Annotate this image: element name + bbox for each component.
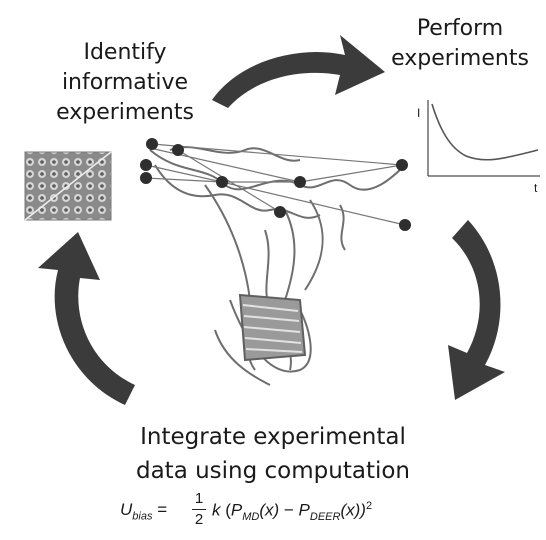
equation-lhs: Ubias = [120, 500, 168, 523]
spin-label-bead [294, 176, 306, 188]
perform-line: experiments [391, 46, 529, 71]
plot-x-axis-label: t [534, 181, 538, 195]
identify-line: experiments [56, 100, 194, 125]
integrate-data-label: Integrate experimental data using comput… [90, 420, 456, 488]
integrate-line: Integrate experimental [140, 424, 406, 450]
identify-line: informative [61, 70, 189, 95]
spin-label-bead [396, 159, 408, 171]
spin-label-bead [140, 159, 152, 171]
perform-experiments-label: Perform experiments [374, 14, 546, 74]
equation-fraction: 1 2 [192, 490, 206, 529]
spin-label-bead [146, 138, 158, 150]
arrow-left-icon [38, 232, 135, 405]
equation-rhs: k (PMD(x) − PDEER(x))2 [212, 500, 373, 524]
distance-lines [145, 143, 406, 226]
spin-label-bead [140, 172, 152, 184]
arrow-right-icon [448, 220, 505, 400]
spin-label-bead [216, 176, 228, 188]
identify-line: Identify [83, 40, 167, 65]
spin-label-beads [140, 138, 411, 231]
decay-plot-icon [427, 100, 540, 177]
spin-label-bead [172, 144, 184, 156]
plot-y-axis-label: I [417, 106, 421, 120]
arrow-top-icon [212, 35, 385, 108]
integrate-line: data using computation [135, 458, 411, 484]
spin-label-bead [274, 206, 286, 218]
bias-potential-equation: Ubias = 1 2 k (PMD(x) − PDEER(x))2 [120, 490, 440, 536]
heatmap-icon [24, 151, 112, 221]
spin-label-bead [399, 219, 411, 231]
perform-line: Perform [416, 16, 504, 41]
identify-experiments-label: Identify informative experiments [40, 38, 210, 128]
protein-structure-icon [149, 146, 406, 386]
